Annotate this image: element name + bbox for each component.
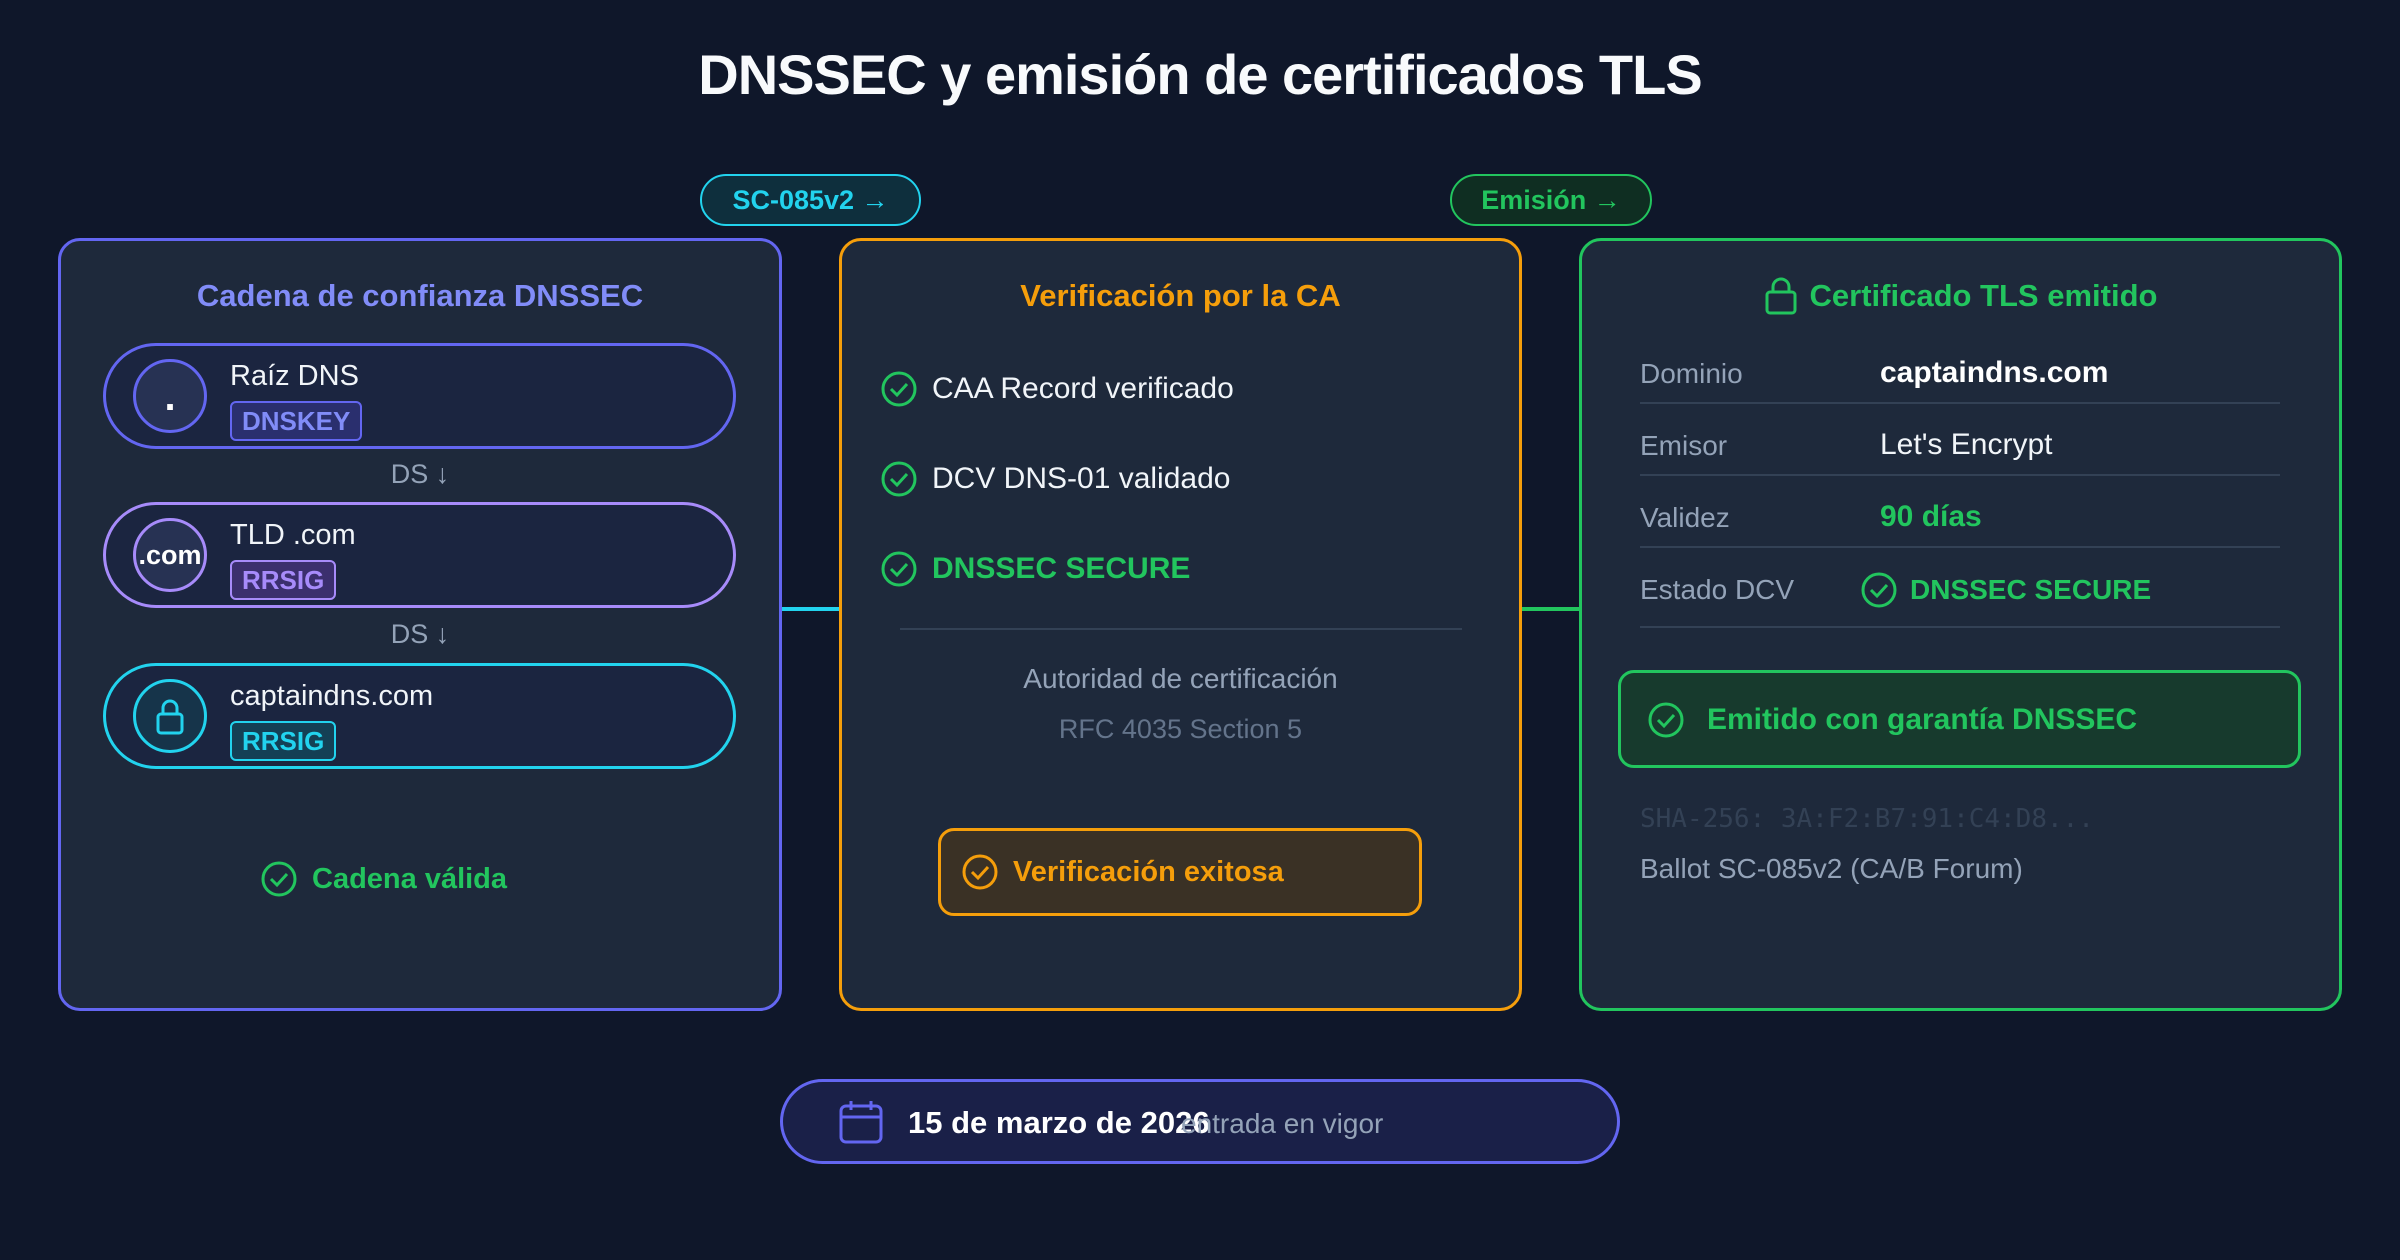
check-icon bbox=[881, 371, 917, 407]
tld-com-node: .com TLD .com RRSIG bbox=[103, 502, 736, 608]
root-dns-node: . Raíz DNS DNSKEY bbox=[103, 343, 736, 449]
divider bbox=[1640, 626, 2280, 628]
verification-result-badge: Verificación exitosa bbox=[938, 828, 1422, 916]
validity-value: 90 días bbox=[1880, 500, 1982, 533]
check-dcv: DCV DNS-01 validado bbox=[880, 460, 1230, 498]
domain-value: captaindns.com bbox=[1880, 356, 2109, 389]
calendar-icon bbox=[839, 1101, 883, 1144]
guarantee-label: Emitido con garantía DNSSEC bbox=[1707, 703, 2138, 736]
node-name: captaindns.com bbox=[230, 680, 434, 712]
result-label: Verificación exitosa bbox=[1013, 855, 1284, 888]
captaindns-node: captaindns.com RRSIG bbox=[103, 663, 736, 769]
node-name: TLD .com bbox=[230, 519, 356, 551]
divider bbox=[900, 628, 1462, 630]
chain-title: Cadena de confianza DNSSEC bbox=[196, 278, 644, 313]
chain-status-label: Cadena válida bbox=[312, 862, 508, 895]
validity-label: Validez bbox=[1640, 502, 1730, 533]
effective-date: 15 de marzo de 2026 bbox=[908, 1105, 1210, 1140]
effective-date-pill: 15 de marzo de 2026 entrada en vigor bbox=[780, 1079, 1620, 1164]
rfc-label: RFC 4035 Section 5 bbox=[1058, 714, 1303, 744]
ds-arrow-label: DS ↓ bbox=[390, 619, 450, 649]
issuer-label: Emisor bbox=[1640, 430, 1728, 461]
lock-icon bbox=[1765, 277, 1797, 315]
rrsig-badge: RRSIG bbox=[230, 560, 337, 600]
ca-title: Verificación por la CA bbox=[1020, 278, 1341, 313]
chain-valid-status: Cadena válida bbox=[260, 860, 507, 898]
check-label: DCV DNS-01 validado bbox=[932, 462, 1231, 495]
connector-ca-cert bbox=[1522, 607, 1579, 611]
dnssec-guarantee-badge: Emitido con garantía DNSSEC bbox=[1618, 670, 2301, 768]
sha256-hash: SHA-256: 3A:F2:B7:91:C4:D8... bbox=[1640, 804, 2094, 834]
check-icon bbox=[962, 854, 998, 890]
certificate-panel bbox=[1579, 238, 2342, 1011]
check-icon bbox=[881, 551, 917, 587]
dcv-state-label: Estado DCV bbox=[1640, 574, 1795, 605]
effective-date-caption: entrada en vigor bbox=[1181, 1108, 1384, 1139]
page-title: DNSSEC y emisión de certificados TLS bbox=[698, 43, 1702, 106]
root-dot-icon: . bbox=[133, 359, 207, 433]
tld-com-icon: .com bbox=[133, 518, 207, 592]
check-caa: CAA Record verificado bbox=[880, 370, 1234, 408]
issuer-value: Let's Encrypt bbox=[1880, 428, 2053, 461]
check-icon bbox=[261, 861, 297, 897]
dcv-state-text: DNSSEC SECURE bbox=[1910, 574, 2152, 605]
root-dot-label: . bbox=[164, 375, 176, 419]
check-icon bbox=[881, 461, 917, 497]
node-name: Raíz DNS bbox=[230, 360, 359, 392]
dnskey-badge: DNSKEY bbox=[230, 401, 363, 441]
cert-title: Certificado TLS emitido bbox=[1579, 276, 2342, 316]
check-label: CAA Record verificado bbox=[932, 372, 1234, 405]
rrsig-badge: RRSIG bbox=[230, 721, 337, 761]
check-dnssec: DNSSEC SECURE bbox=[880, 550, 1190, 588]
authority-label: Autoridad de certificación bbox=[1023, 663, 1338, 694]
ds-arrow-label: DS ↓ bbox=[390, 459, 450, 489]
cert-title-label: Certificado TLS emitido bbox=[1809, 278, 2158, 313]
check-icon bbox=[1648, 702, 1684, 738]
tld-com-icon-label: .com bbox=[138, 540, 202, 570]
lock-icon bbox=[133, 679, 207, 753]
domain-label: Dominio bbox=[1640, 358, 1743, 389]
sc-085v2-tag: SC-085v2 → bbox=[700, 174, 921, 226]
check-icon bbox=[1861, 572, 1897, 608]
dcv-state-value: DNSSEC SECURE bbox=[1860, 571, 2151, 609]
divider bbox=[1640, 402, 2280, 404]
divider bbox=[1640, 474, 2280, 476]
emission-tag: Emisión → bbox=[1450, 174, 1652, 226]
ballot-label: Ballot SC-085v2 (CA/B Forum) bbox=[1640, 853, 2023, 884]
connector-chain-ca bbox=[782, 607, 839, 611]
check-label: DNSSEC SECURE bbox=[932, 552, 1191, 585]
divider bbox=[1640, 546, 2280, 548]
